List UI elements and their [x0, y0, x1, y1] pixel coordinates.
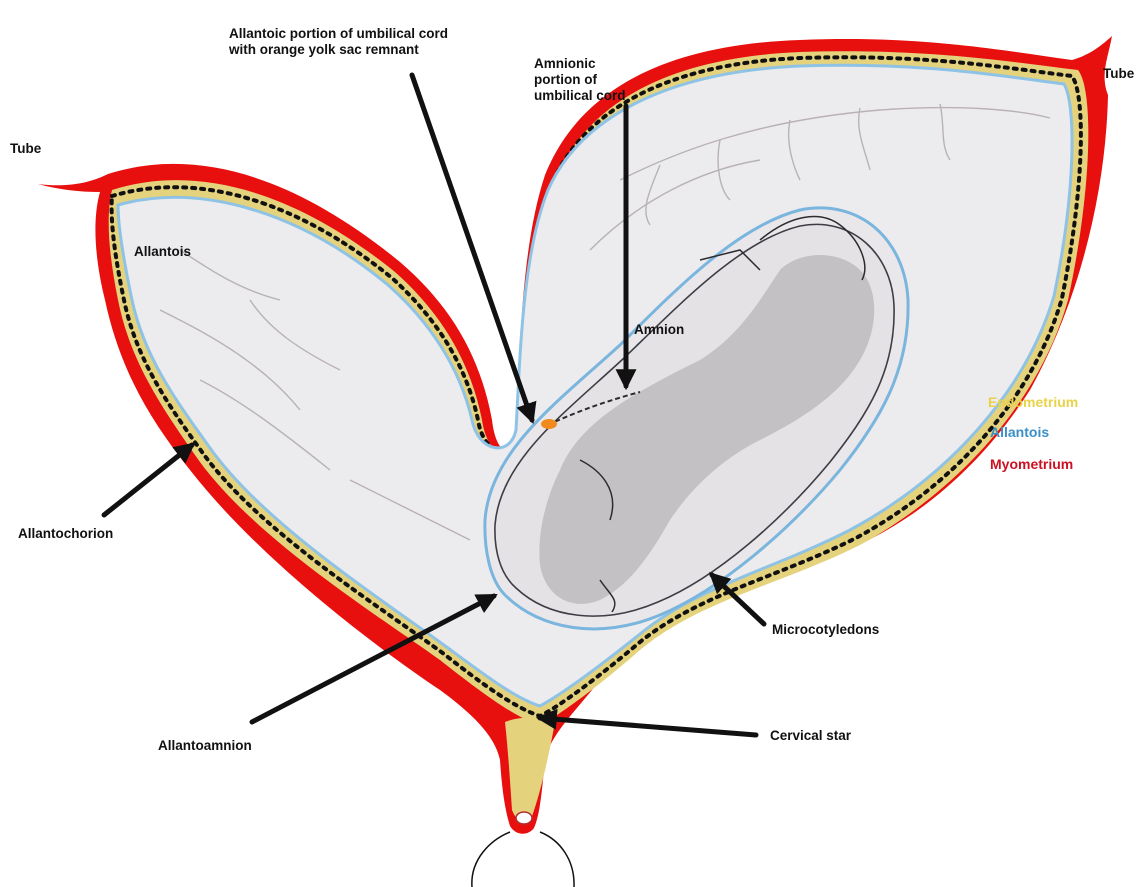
label-amnionic-cord-1: Amnionic: [534, 56, 596, 72]
label-allantoic-cord-1: Allantoic portion of umbilical cord: [229, 26, 448, 42]
label-amnion: Amnion: [634, 322, 684, 338]
label-allantochorion: Allantochorion: [18, 526, 113, 542]
allantochorion-arrow: [104, 445, 192, 515]
label-amnionic-cord-2: portion of: [534, 72, 597, 88]
cervical-star-arrow: [540, 718, 756, 735]
legend-myometrium: Myometrium: [990, 456, 1073, 473]
cervical-os: [516, 812, 532, 824]
label-allantoamnion: Allantoamnion: [158, 738, 252, 754]
cervical-star-region: [505, 718, 555, 824]
yolk-sac-remnant: [541, 419, 557, 429]
label-tube-right: Tube: [1103, 66, 1134, 82]
label-amnionic-cord-3: umbilical cord: [534, 88, 626, 104]
legend-allantois: Allantois: [990, 424, 1049, 441]
legend-endometrium: Endometrium: [988, 394, 1078, 411]
label-allantois: Allantois: [134, 244, 191, 260]
vagina-outline: [472, 832, 574, 887]
label-cervical-star: Cervical star: [770, 728, 851, 744]
label-tube-left: Tube: [10, 141, 41, 157]
label-allantoic-cord-2: with orange yolk sac remnant: [229, 42, 419, 58]
label-microcotyledons: Microcotyledons: [772, 622, 879, 638]
